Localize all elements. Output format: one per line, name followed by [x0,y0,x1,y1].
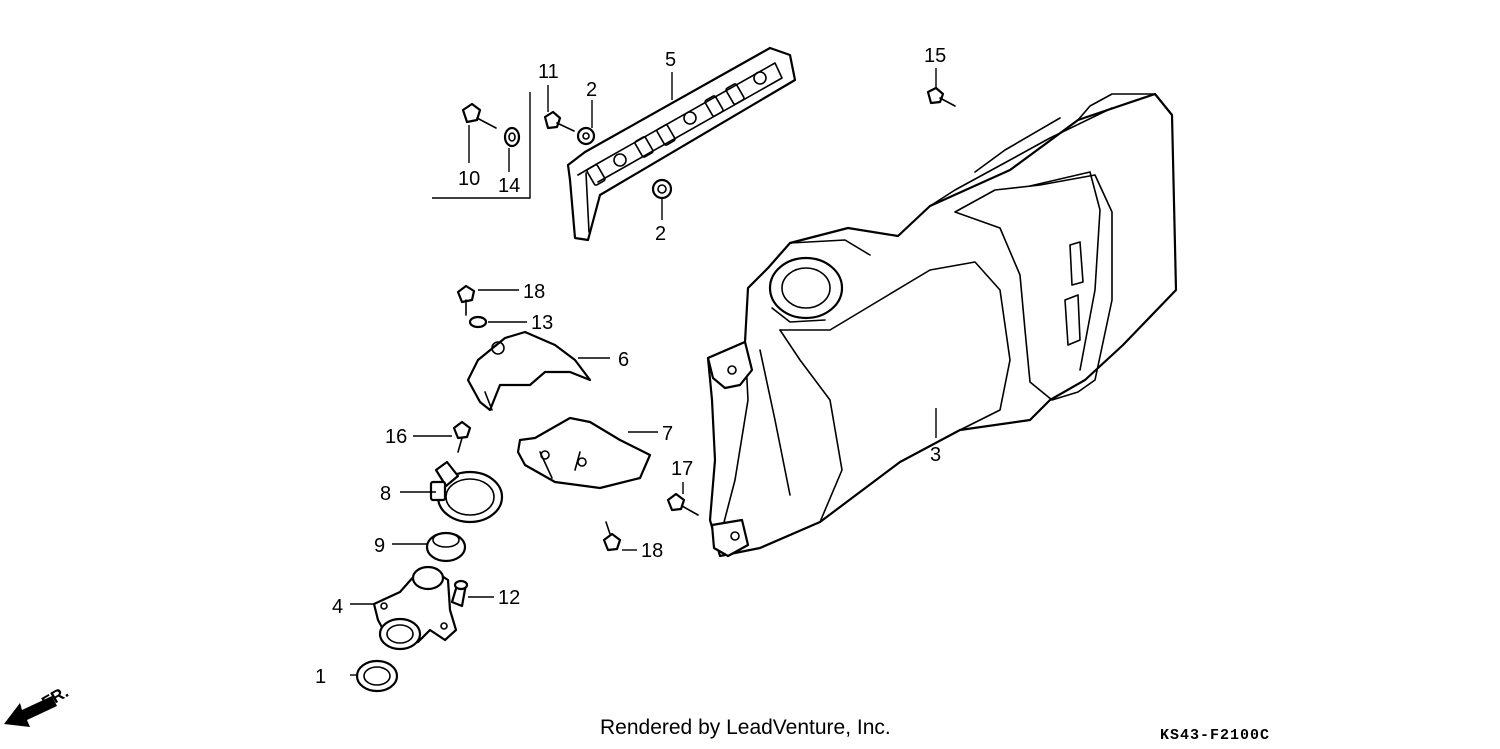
protector-slots [586,71,767,186]
callout-18-lower: 18 [641,540,663,562]
part-11-bolt[interactable] [543,110,575,132]
callout-18-upper: 18 [523,281,545,303]
callout-14: 14 [498,175,520,197]
part-13-washer[interactable] [468,315,488,329]
callout-11: 11 [538,61,559,83]
part-2-nut-lower[interactable] [651,178,673,200]
part-17-bolt[interactable] [666,492,699,516]
callout-5: 5 [665,49,676,71]
callout-4: 4 [332,596,343,618]
callout-12: 12 [498,587,520,609]
callout-16: 16 [385,426,407,448]
callout-6: 6 [618,349,629,371]
callout-2-upper: 2 [586,79,597,101]
rendered-by-credit: Rendered by LeadVenture, Inc. [600,716,891,739]
callout-1: 1 [315,666,326,688]
callout-15: 15 [924,45,946,67]
callout-10: 10 [458,168,480,190]
callout-3: 3 [930,444,941,466]
diagram-code: KS43-F2100C [1160,727,1271,744]
part-9-gasket[interactable] [425,531,467,563]
front-arrow-icon [4,696,57,727]
callout-7: 7 [662,423,673,445]
part-8-band[interactable] [429,460,504,524]
part-18-bolt-upper[interactable] [456,284,476,316]
part-15-bolt[interactable] [926,86,956,107]
leader-lines [350,68,937,676]
part-1-gasket-ring[interactable] [355,659,399,693]
callout-17: 17 [671,458,693,480]
part-4-joint-pipe[interactable] [372,565,458,651]
part-7-shield-lower[interactable] [516,416,652,490]
callout-9: 9 [374,535,385,557]
part-12-stud[interactable] [450,579,469,608]
part-14-washer[interactable] [503,126,521,148]
callout-13: 13 [531,312,553,334]
callout-labels: 1 2 2 3 4 5 6 7 8 9 10 11 12 13 14 15 16… [315,45,946,688]
front-direction-marker: FR. [4,682,72,727]
part-5-protector[interactable] [566,46,797,242]
part-3-muffler[interactable] [706,92,1178,558]
callout-2-lower: 2 [655,223,666,245]
part-10-bolt[interactable] [461,102,497,129]
part-2-nut-upper[interactable] [576,126,596,146]
part-18-bolt-lower[interactable] [602,521,622,552]
part-6-shield-upper[interactable] [466,330,592,412]
callout-8: 8 [380,483,391,505]
part-16-bolt[interactable] [452,420,472,453]
